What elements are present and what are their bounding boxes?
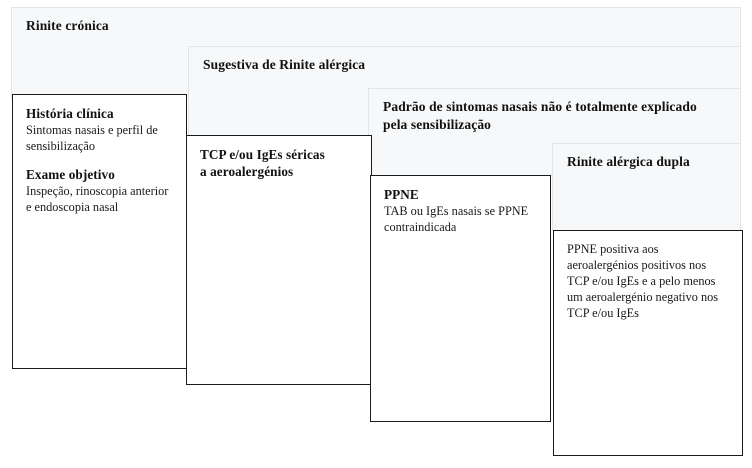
detail-content-ppne: PPNE TAB ou IgEs nasais se PPNE contrain… [371, 176, 550, 236]
detail-heading-tcp-iges-sericas: TCP e/ou IgEs séricas a aeroalergénios [200, 147, 325, 180]
detail-box-historia-clinica: História clínica Sintomas nasais e perfi… [12, 94, 187, 369]
detail-body-ppne-positiva: PPNE positiva aos aeroalergénios positiv… [567, 242, 719, 320]
detail-heading-exame-objetivo: Exame objetivo [26, 167, 115, 183]
stage-label-rinite-cronica: Rinite crónica [26, 18, 109, 33]
detail-body-historia-clinica: Sintomas nasais e perfil de sensibilizaç… [26, 123, 158, 154]
detail-box-ppne-positiva: PPNE positiva aos aeroalergénios positiv… [553, 230, 743, 456]
detail-content-ppne-positiva: PPNE positiva aos aeroalergénios positiv… [554, 231, 742, 322]
stage-box-rinite-alergica-dupla: Rinite alérgica dupla [552, 143, 741, 231]
stage-label-sugestiva-rinite-alergica: Sugestiva de Rinite alérgica [203, 57, 366, 72]
detail-box-ppne: PPNE TAB ou IgEs nasais se PPNE contrain… [370, 175, 551, 422]
stage-label-padrao-sintomas-nasais: Padrão de sintomas nasais não é totalmen… [383, 99, 697, 132]
detail-box-tcp-iges-sericas: TCP e/ou IgEs séricas a aeroalergénios [186, 135, 372, 385]
detail-heading-ppne: PPNE [384, 187, 419, 202]
detail-content-historia-clinica: História clínica Sintomas nasais e perfi… [13, 95, 186, 216]
stage-label-rinite-alergica-dupla: Rinite alérgica dupla [567, 154, 690, 169]
detail-body-ppne: TAB ou IgEs nasais se PPNE contraindicad… [384, 204, 529, 235]
detail-heading-historia-clinica: História clínica [26, 106, 114, 121]
detail-content-tcp-iges-sericas: TCP e/ou IgEs séricas a aeroalergénios [187, 136, 371, 180]
detail-body-exame-objetivo: Inspeção, rinoscopia anterior e endoscop… [26, 184, 169, 215]
spacer [26, 155, 174, 166]
